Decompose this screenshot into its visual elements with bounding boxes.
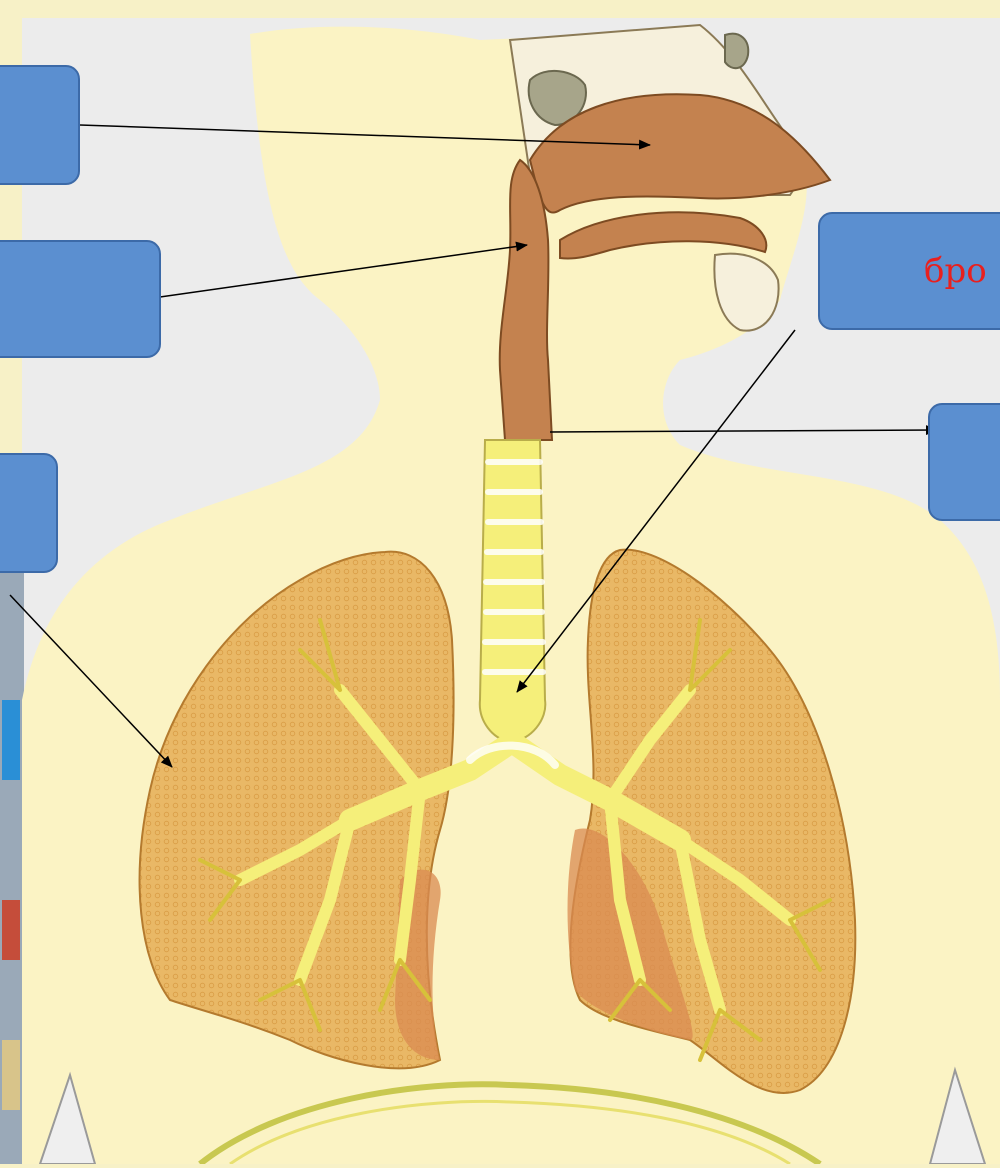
trachea (480, 440, 546, 742)
label-box-lungs[interactable] (0, 453, 58, 573)
sinus-2 (725, 34, 748, 68)
label-box-pharynx[interactable] (0, 240, 161, 358)
label-bronchi: бро (820, 251, 987, 291)
label-box-larynx[interactable] (928, 403, 1000, 521)
label-box-bronchi[interactable]: бро (818, 212, 1000, 330)
label-box-nasal-cavity[interactable] (0, 65, 80, 185)
